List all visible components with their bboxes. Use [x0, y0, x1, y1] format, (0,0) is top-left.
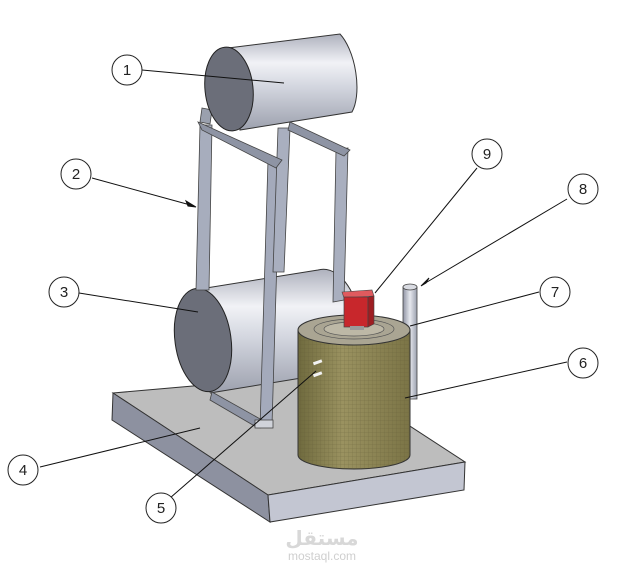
callout-1: 1 [111, 54, 143, 86]
callout-6: 6 [567, 347, 599, 379]
watermark-latin: mostaql.com [288, 549, 356, 563]
callout-6-label: 6 [579, 355, 587, 372]
steel-frame [195, 107, 351, 429]
callout-9-label: 9 [483, 146, 491, 163]
leader-lines [39, 69, 568, 499]
callout-5: 5 [145, 492, 177, 524]
callout-8-label: 8 [579, 181, 587, 198]
callout-8: 8 [567, 173, 599, 205]
callout-2-label: 2 [72, 166, 80, 183]
red-motor-box [341, 289, 375, 330]
upper-tank [204, 33, 358, 132]
callout-4-label: 4 [19, 462, 27, 479]
callout-9: 9 [471, 138, 503, 170]
callout-4: 4 [7, 454, 39, 486]
callout-7: 7 [539, 276, 571, 308]
callout-3-label: 3 [60, 284, 68, 301]
callout-2: 2 [60, 158, 92, 190]
callout-7-label: 7 [551, 284, 559, 301]
callout-1-label: 1 [123, 62, 131, 79]
callout-5-label: 5 [157, 500, 165, 517]
insulated-vessel [297, 329, 411, 470]
callout-3: 3 [48, 276, 80, 308]
watermark: مستقل mostaql.com [285, 526, 358, 563]
watermark-arabic: مستقل [285, 526, 358, 550]
